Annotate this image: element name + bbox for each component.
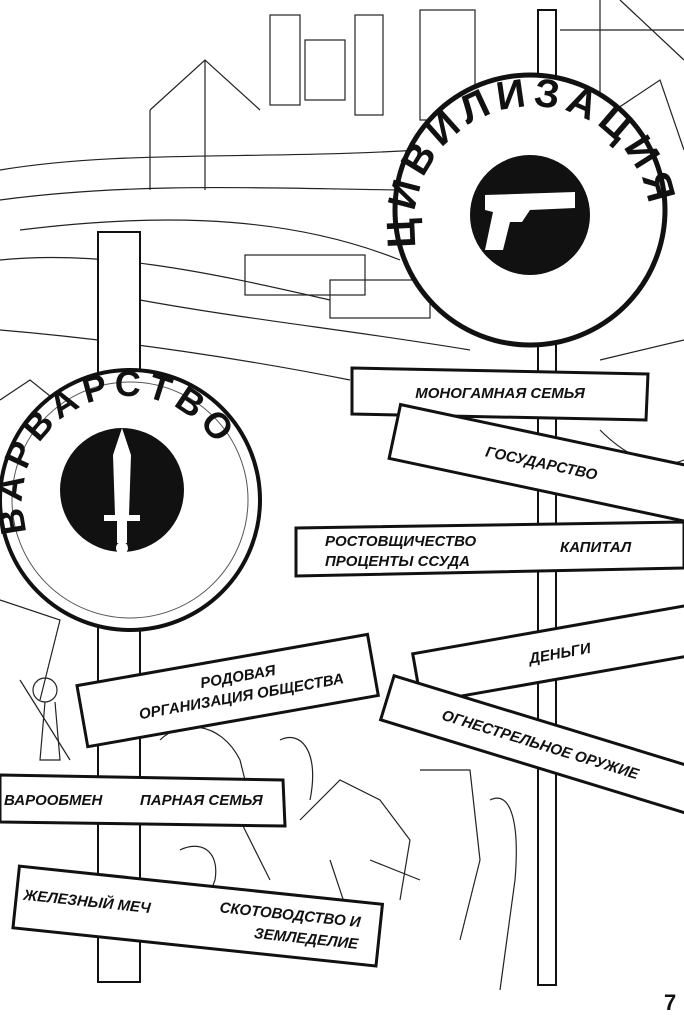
civilization-emblem-disc	[470, 155, 590, 275]
civilization-round-sign: ЦИВИЛИЗАЦИЯ	[379, 70, 679, 348]
background-sketch	[0, 0, 684, 991]
svg-text:ПАРНАЯ СЕМЬЯ: ПАРНАЯ СЕМЬЯ	[140, 792, 264, 809]
board-iron-sword: ЖЕЛЕЗНЫЙ МЕЧ СКОТОВОДСТВО И ЗЕМЛЕДЕЛИЕ	[11, 864, 385, 968]
board-clan-organization: РОДОВАЯ ОРГАНИЗАЦИЯ ОБЩЕСТВА	[75, 632, 381, 749]
board-usury: РОСТОВЩИЧЕСТВО ПРОЦЕНТЫ ССУДА КАПИТАЛ	[294, 520, 684, 578]
svg-text:ВАРООБМЕН: ВАРООБМЕН	[4, 792, 104, 809]
svg-text:КАПИТАЛ: КАПИТАЛ	[560, 539, 632, 556]
board-state: ГОСУДАРСТВО	[387, 402, 684, 527]
pistol-icon	[485, 192, 575, 250]
board-barter: ВАРООБМЕН ПАРНАЯ СЕМЬЯ	[0, 773, 287, 828]
board-monogamy: МОНОГАМНАЯ СЕМЬЯ	[350, 366, 650, 422]
board-firearms: ОГНЕСТРЕЛЬНОЕ ОРУЖИЕ	[378, 673, 684, 816]
svg-text:РОСТОВЩИЧЕСТВО: РОСТОВЩИЧЕСТВО	[325, 533, 477, 550]
barbarism-round-sign: ВАРВАРСТВО	[0, 363, 262, 632]
page-number: 7	[664, 990, 676, 1015]
board-money: ДЕНЬГИ	[410, 601, 684, 705]
sword-icon	[104, 428, 140, 554]
svg-text:ПРОЦЕНТЫ ССУДА: ПРОЦЕНТЫ ССУДА	[325, 553, 470, 570]
svg-text:МОНОГАМНАЯ СЕМЬЯ: МОНОГАМНАЯ СЕМЬЯ	[415, 385, 586, 402]
